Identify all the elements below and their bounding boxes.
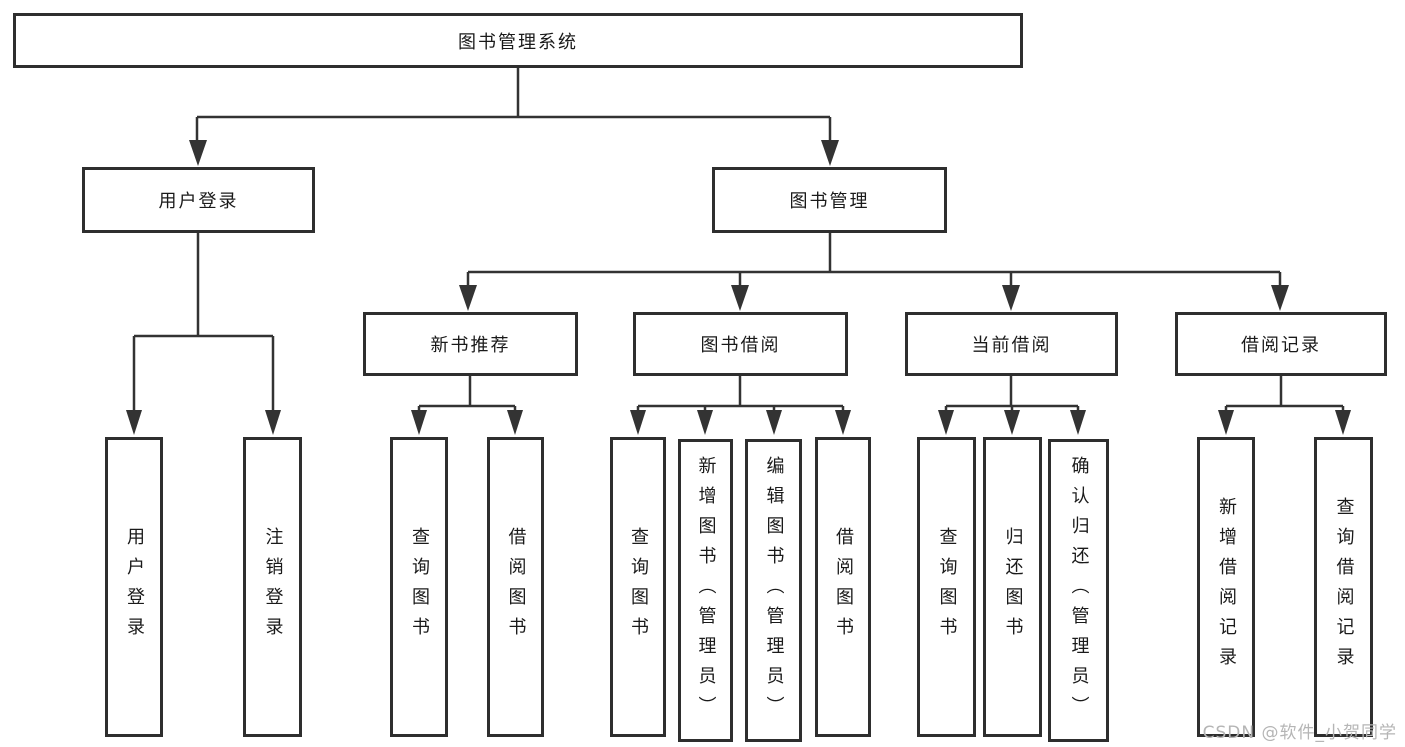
node-book-borrowing: 图书借阅 — [633, 312, 848, 376]
leaf-confirm-return-admin: 确认归还（管理员） — [1048, 439, 1109, 742]
leaf-query-books-recommend: 查询图书 — [390, 437, 448, 737]
leaf-return-books: 归还图书 — [983, 437, 1042, 737]
node-current-borrowing: 当前借阅 — [905, 312, 1118, 376]
leaf-logout: 注销登录 — [243, 437, 302, 737]
leaf-add-borrow-record: 新增借阅记录 — [1197, 437, 1255, 737]
leaf-borrow-books: 借阅图书 — [815, 437, 871, 737]
leaf-query-books-borrow: 查询图书 — [610, 437, 666, 737]
leaf-edit-books-admin: 编辑图书（管理员） — [745, 439, 802, 742]
csdn-watermark: CSDN @软件_小贺同学 — [1202, 723, 1397, 743]
node-borrowing-records: 借阅记录 — [1175, 312, 1387, 376]
leaf-query-borrow-record: 查询借阅记录 — [1314, 437, 1373, 737]
node-library-management-system: 图书管理系统 — [13, 13, 1023, 68]
leaf-add-books-admin: 新增图书（管理员） — [678, 439, 733, 742]
node-book-management: 图书管理 — [712, 167, 947, 233]
node-user-login: 用户登录 — [82, 167, 315, 233]
leaf-query-books-current: 查询图书 — [917, 437, 976, 737]
node-new-book-recommendation: 新书推荐 — [363, 312, 578, 376]
leaf-borrow-books-recommend: 借阅图书 — [487, 437, 544, 737]
leaf-user-login: 用户登录 — [105, 437, 163, 737]
